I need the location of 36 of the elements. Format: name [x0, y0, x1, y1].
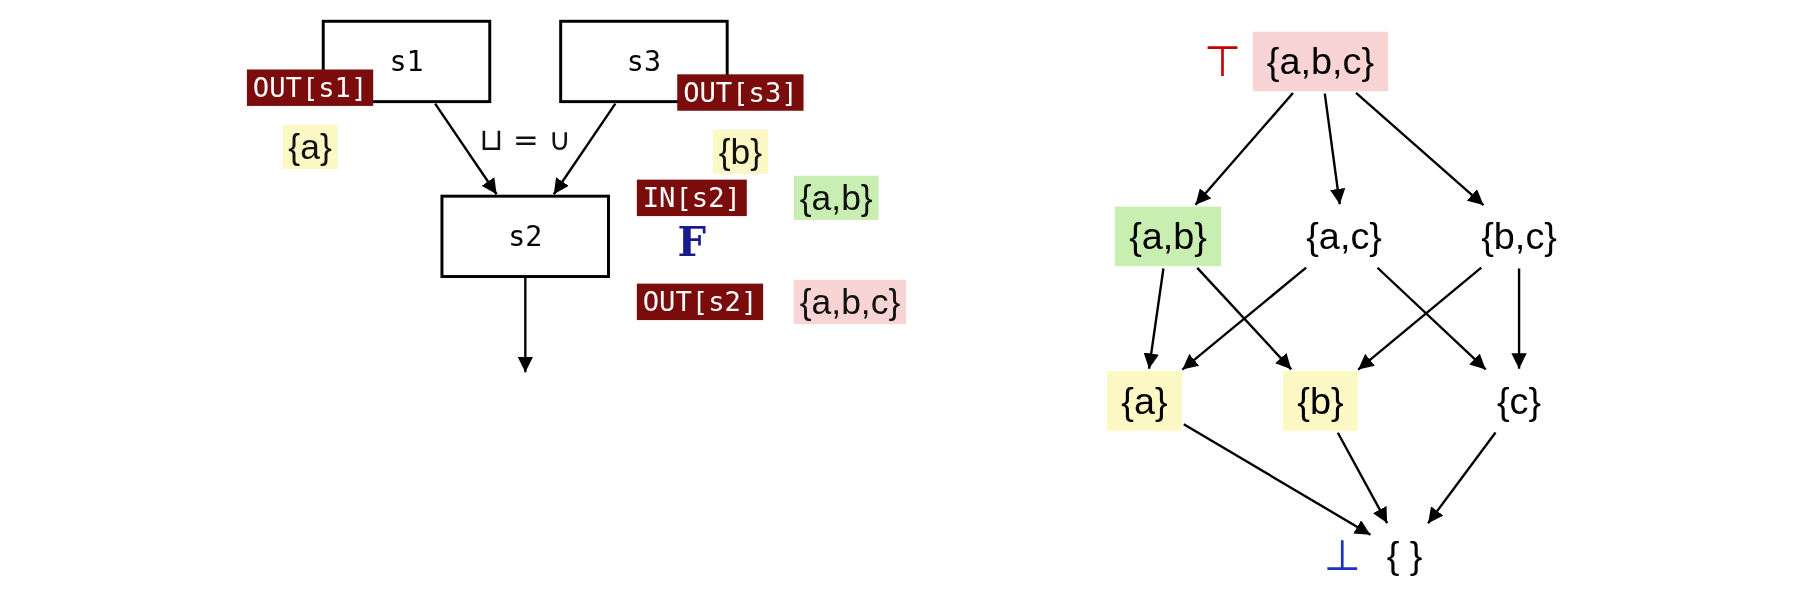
top-symbol: ⊤	[1203, 37, 1241, 87]
arrow	[1323, 93, 1346, 205]
arrow	[517, 277, 533, 373]
set-label: {a}	[1107, 371, 1182, 431]
set-value-label: {a,b}	[793, 175, 879, 220]
operator-note: ⊔ = ∪	[479, 121, 572, 157]
set-label: {b,c}	[1481, 214, 1557, 258]
set-label: {a,b}	[1114, 206, 1222, 267]
set-label: { }	[1386, 533, 1423, 576]
set-value-label: {a}	[282, 124, 338, 169]
set-label: {a,c}	[1306, 214, 1382, 258]
arrow	[1427, 431, 1497, 524]
arrow	[1181, 266, 1307, 371]
arrow	[1376, 266, 1487, 371]
variable-tag: OUT[s3]	[677, 74, 804, 111]
arrow	[1511, 268, 1527, 369]
variable-tag: OUT[s2]	[636, 283, 764, 321]
arrow	[552, 102, 617, 195]
arrow	[1357, 266, 1483, 371]
set-label: {b}	[1283, 371, 1358, 431]
arrow	[1183, 423, 1371, 536]
bottom-symbol: ⊥	[1323, 530, 1361, 580]
set-value-label: {a,b,c}	[793, 279, 907, 324]
set-label: {c}	[1497, 379, 1542, 422]
arrow	[434, 102, 498, 195]
set-label: {a,b,c}	[1252, 31, 1389, 92]
variable-tag: OUT[s1]	[246, 69, 374, 106]
arrow	[1194, 92, 1294, 206]
transfer-function-label: F	[677, 217, 706, 265]
arrow	[1336, 432, 1389, 524]
statement-box: s2	[440, 194, 610, 278]
arrow	[1355, 91, 1485, 206]
variable-tag: IN[s2]	[636, 179, 747, 217]
arrow	[1196, 267, 1293, 371]
set-value-label: {b}	[712, 129, 768, 174]
arrow	[1143, 268, 1165, 369]
